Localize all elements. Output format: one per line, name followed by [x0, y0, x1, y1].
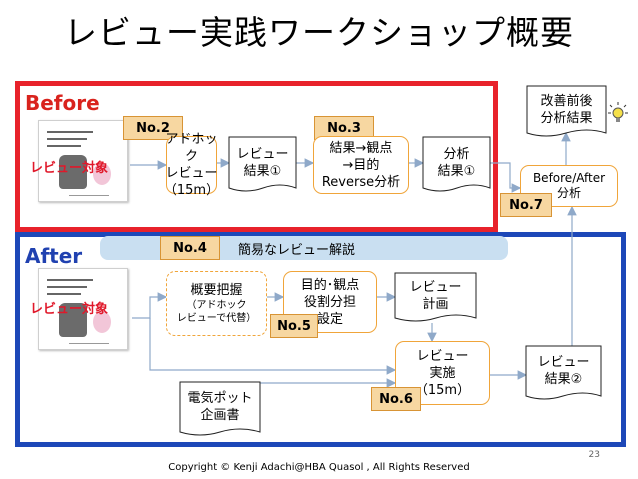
tag-no5: No.5 [270, 314, 318, 338]
overview-box: 概要把握 （アドホック レビューで代替） [166, 271, 267, 336]
tag-no6: No.6 [371, 387, 421, 411]
tag-no7: No.7 [500, 193, 552, 217]
tag-no4: No.4 [160, 236, 220, 260]
improvement-analysis-doc: 改善前後 分析結果 [527, 86, 606, 133]
after-label: After [25, 244, 82, 268]
after-review-target-label: レビュー対象 [30, 298, 108, 317]
banner-label: 簡易なレビュー解説 [238, 239, 355, 258]
review-execution-label: レビュー 実施 （15m） [415, 348, 470, 399]
before-label: Before [25, 91, 100, 115]
analysis-result1-doc: 分析 結果① [423, 137, 490, 188]
copyright: Copyright © Kenji Adachi@HBA Quasol , Al… [0, 462, 638, 473]
page-number: 23 [589, 450, 600, 460]
review-plan-doc: レビュー 計画 [395, 273, 476, 318]
overview-label: 概要把握 [190, 282, 242, 299]
before-review-target-label: レビュー対象 [30, 157, 108, 176]
electric-pot-plan-doc: 電気ポット 企画書 [180, 382, 260, 432]
lightbulb-icon [604, 100, 632, 130]
reverse-analysis-box: 結果→観点 →目的 Reverse分析 [313, 136, 409, 194]
overview-note: （アドホック レビューで代替） [177, 299, 256, 325]
reverse-analysis-label: 結果→観点 →目的 Reverse分析 [322, 140, 400, 191]
adhoc-review-box: アドホック レビュー （15m） [166, 136, 217, 194]
review-result1-doc: レビュー 結果① [229, 137, 296, 188]
adhoc-review-label: アドホック レビュー （15m） [164, 131, 219, 199]
review-result2-doc: レビュー 結果② [526, 346, 601, 396]
